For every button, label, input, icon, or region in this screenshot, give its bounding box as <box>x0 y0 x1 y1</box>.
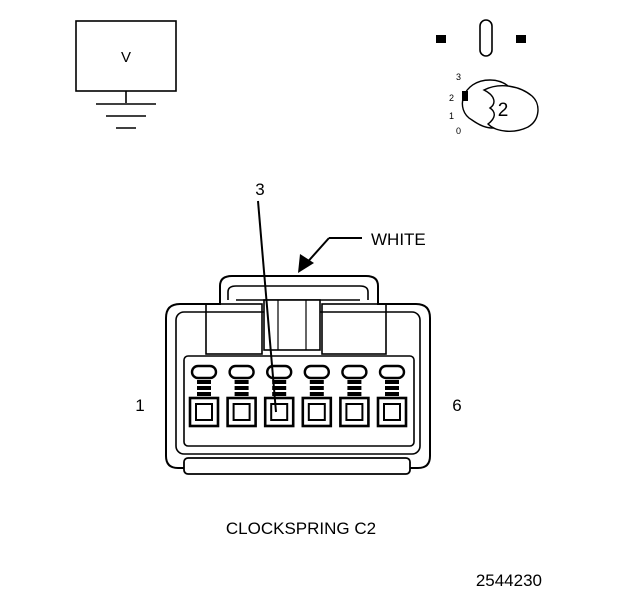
connector-color-label: WHITE <box>371 230 426 249</box>
pin-callout: 3 <box>255 180 277 413</box>
selected-position-label: 2 <box>498 100 509 121</box>
key-blade-icon <box>479 19 493 57</box>
connector-lock-tab <box>263 299 321 351</box>
connector-body <box>165 275 431 475</box>
key-slot-left-mark <box>436 35 446 43</box>
key-slot-right-mark <box>516 35 526 43</box>
connector-cavity-area <box>183 355 415 447</box>
connector-left-boss <box>205 303 263 355</box>
connector-right-boss <box>321 303 387 355</box>
connector-pin-4 <box>301 364 333 428</box>
switch-position-marker <box>462 91 468 101</box>
ground-icon <box>96 103 156 129</box>
voltmeter-symbol: V <box>75 20 177 129</box>
connector-latch <box>227 285 369 300</box>
connector-bottom-rail <box>183 457 411 475</box>
voltmeter-label: V <box>121 49 131 66</box>
ignition-key-icon <box>461 79 539 132</box>
ignition-switch-symbol: 3 2 1 0 2 <box>436 19 539 136</box>
pin-last-label: 6 <box>452 396 461 415</box>
pin-first-label: 1 <box>135 396 144 415</box>
color-callout: WHITE <box>298 230 426 273</box>
figure-number: 2544230 <box>476 571 542 590</box>
pin-callout-label: 3 <box>255 180 264 199</box>
voltmeter-box <box>75 20 177 92</box>
color-arrowhead-icon <box>298 254 314 273</box>
connector-pin-2 <box>226 364 257 428</box>
switch-position-3-label: 3 <box>456 72 461 82</box>
switch-position-0-label: 0 <box>456 126 461 136</box>
connector-pin-6 <box>376 364 408 428</box>
switch-position-1-label: 1 <box>449 111 454 121</box>
connector-pin-5 <box>339 364 370 428</box>
connector-pin-1 <box>188 364 220 428</box>
connector-name: CLOCKSPRING C2 <box>226 519 376 538</box>
pin-callout-leader-line <box>257 200 277 413</box>
switch-position-2-label: 2 <box>449 93 454 103</box>
